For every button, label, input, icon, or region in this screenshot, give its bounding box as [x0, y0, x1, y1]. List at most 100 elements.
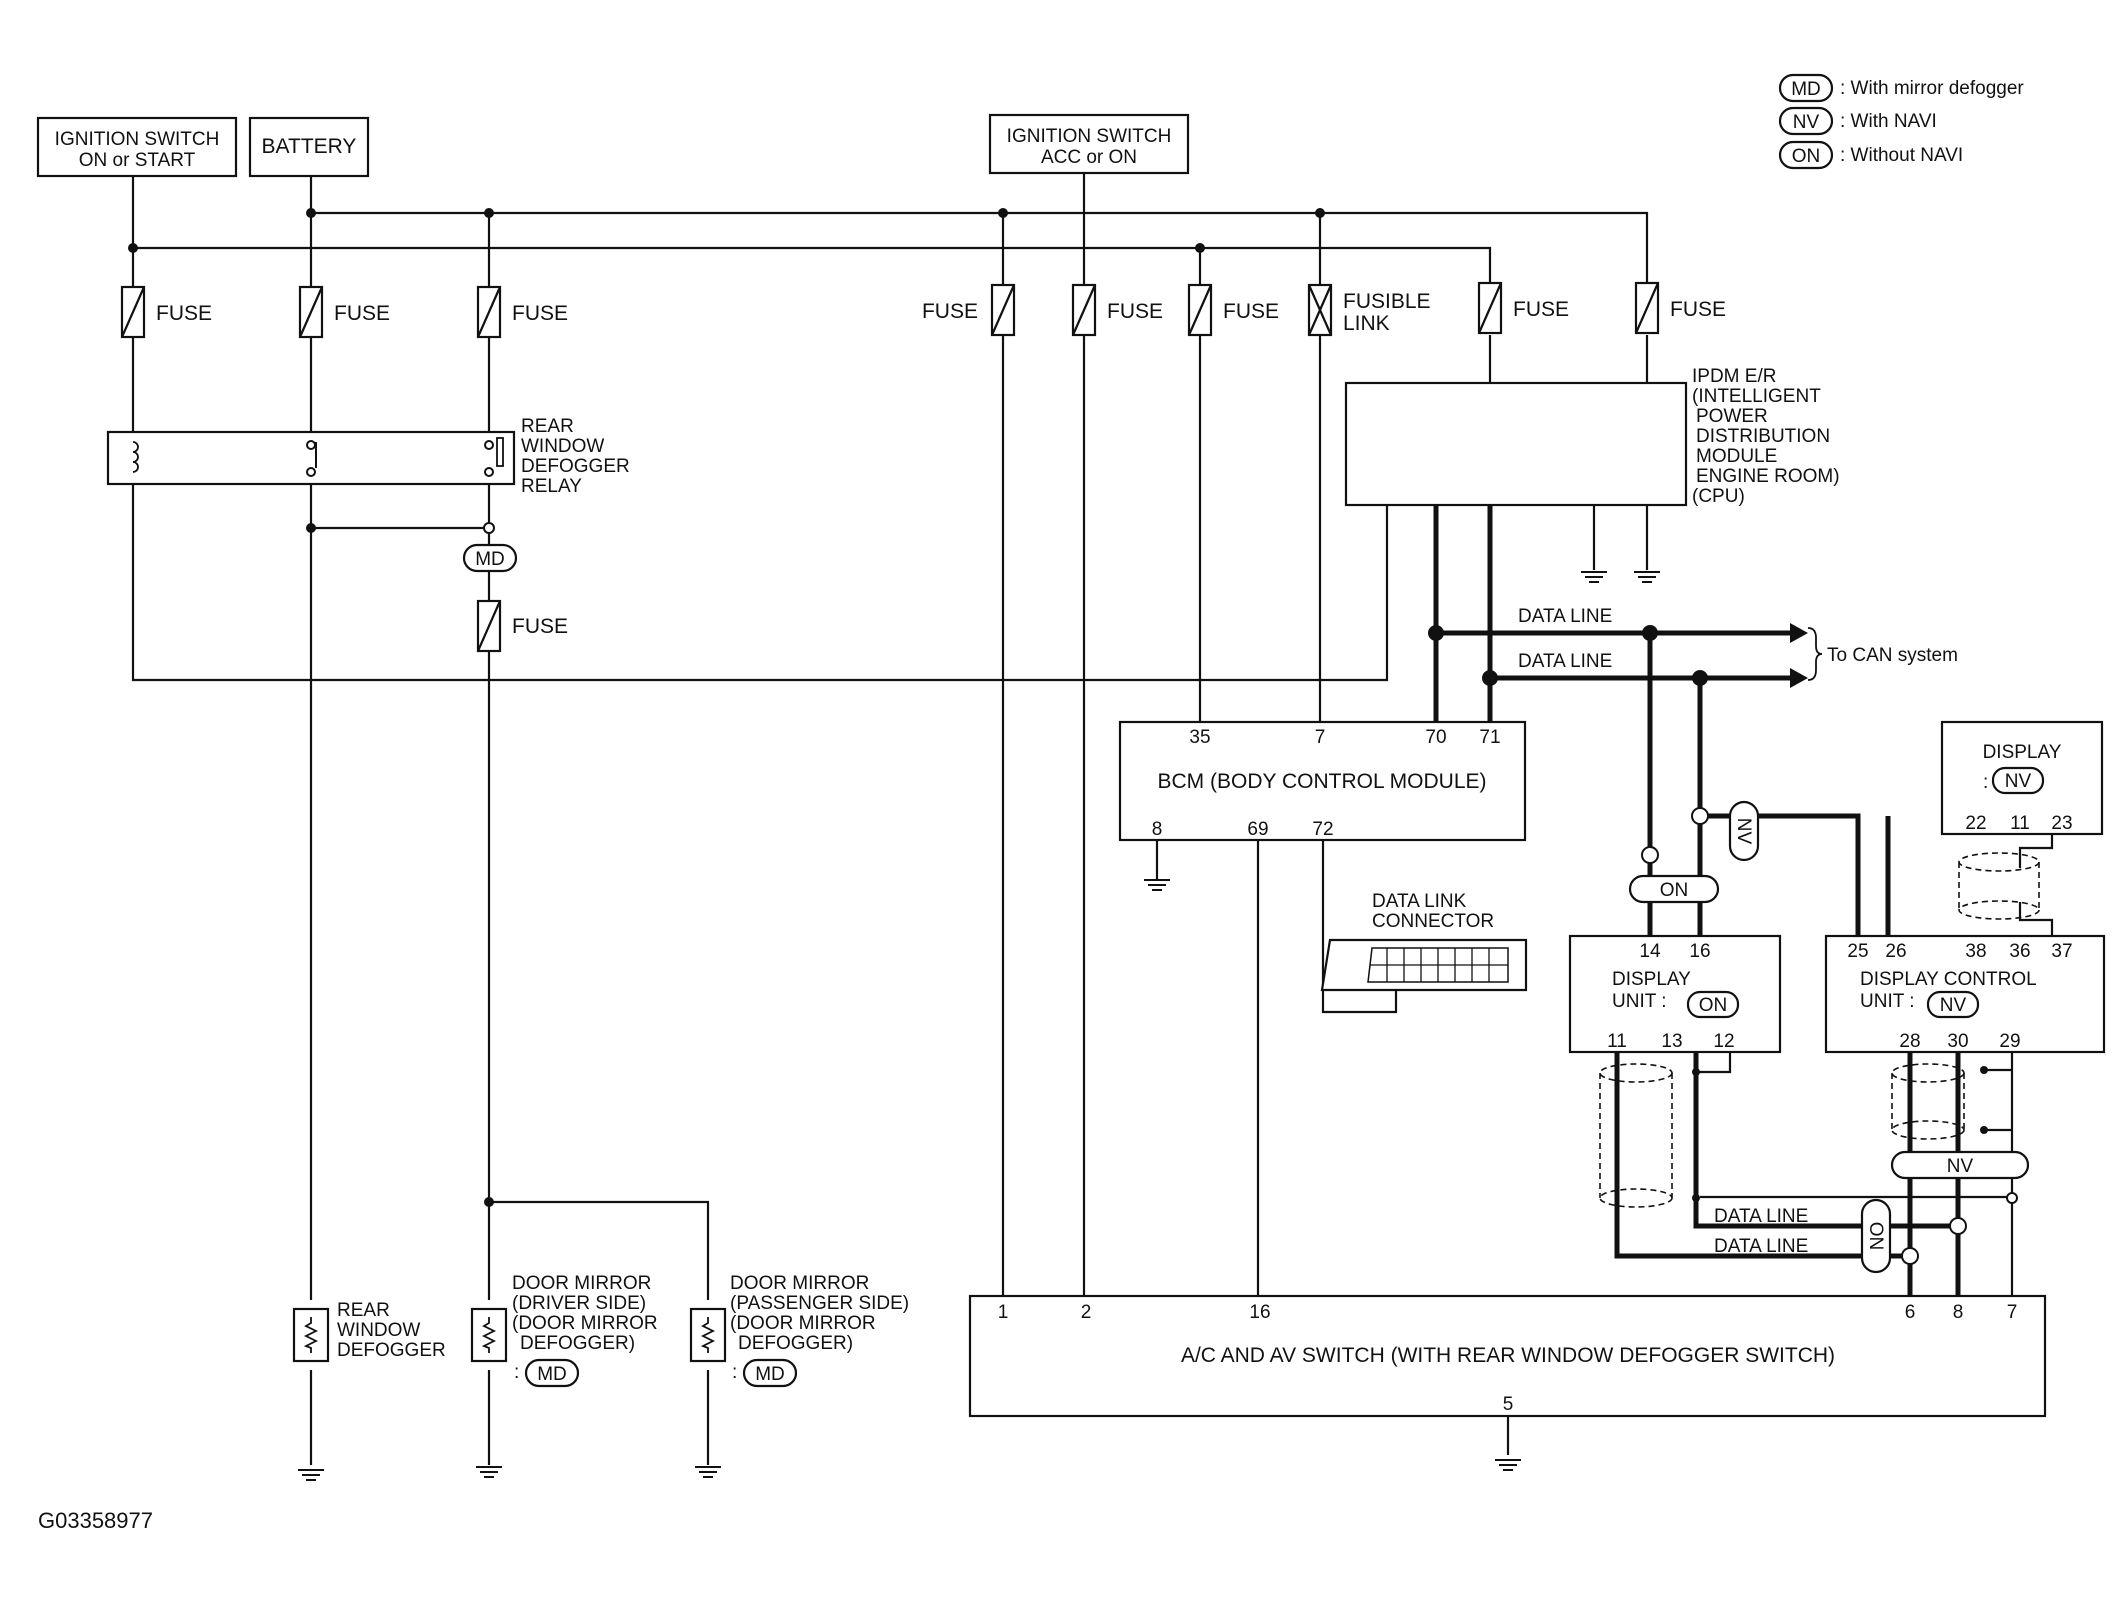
- svg-text:MD: MD: [537, 1364, 567, 1385]
- svg-text:NV: NV: [1947, 1156, 1974, 1177]
- bcm-pin-72: 72: [1312, 819, 1333, 840]
- fuses: [120, 281, 1660, 653]
- dcu-pin-26: 26: [1885, 941, 1906, 962]
- bcm-pin-35: 35: [1189, 727, 1210, 748]
- svg-text::: :: [1983, 772, 1988, 793]
- door-mirror-driver-side: DOOR MIRROR (DRIVER SIDE) (DOOR MIRROR D…: [470, 1273, 658, 1478]
- ignition-switch-on-start-box: IGNITION SWITCH ON or START: [36, 116, 238, 178]
- svg-text:NV: NV: [1733, 818, 1754, 845]
- svg-text:MD: MD: [475, 549, 505, 570]
- data-line-label: DATA LINE: [1518, 651, 1612, 672]
- bcm-pin-70: 70: [1425, 727, 1446, 748]
- data-line-label: DATA LINE: [1714, 1236, 1808, 1257]
- dcu-pin-30: 30: [1947, 1031, 1968, 1052]
- svg-text:ENGINE ROOM): ENGINE ROOM): [1696, 466, 1840, 487]
- svg-text:IGNITION SWITCH: IGNITION SWITCH: [55, 129, 220, 150]
- legend-nv-code: NV: [1793, 112, 1820, 133]
- svg-text:(DRIVER SIDE): (DRIVER SIDE): [512, 1293, 646, 1314]
- can-brace: [1807, 627, 1823, 681]
- svg-text:REAR: REAR: [521, 416, 574, 437]
- svg-text:CONNECTOR: CONNECTOR: [1372, 911, 1494, 932]
- ground-icon: [475, 1466, 503, 1478]
- svg-text:WINDOW: WINDOW: [337, 1320, 420, 1341]
- fusible-link-icon: [1307, 283, 1333, 337]
- md-option-tag: MD: [462, 543, 518, 573]
- ac-pin-16: 16: [1249, 1302, 1270, 1323]
- fuse-label: FUSE: [512, 302, 568, 325]
- dlc-pins-icon: [1367, 947, 1509, 983]
- to-can-system-label: To CAN system: [1827, 645, 1958, 666]
- legend-md-code: MD: [1791, 79, 1821, 100]
- svg-text:IPDM E/R: IPDM E/R: [1692, 366, 1776, 387]
- display-nv-module: DISPLAY : NV 22 11 23: [1940, 720, 2104, 836]
- shields: [1599, 852, 2040, 1208]
- svg-text:NV: NV: [1940, 995, 1967, 1016]
- dcu-pin-28: 28: [1899, 1031, 1920, 1052]
- legend-on-code: ON: [1792, 146, 1821, 167]
- display-pin-22: 22: [1965, 813, 1986, 834]
- svg-text:MODULE: MODULE: [1696, 446, 1777, 467]
- svg-text:DOOR MIRROR: DOOR MIRROR: [730, 1273, 869, 1294]
- display-unit-pin-12: 12: [1713, 1031, 1734, 1052]
- rear-window-defogger: REAR WINDOW DEFOGGER: [292, 1300, 446, 1481]
- svg-text:UNIT :: UNIT :: [1860, 991, 1915, 1012]
- display-control-unit-nv-module: 25 26 38 36 37 DISPLAY CONTROL UNIT : NV…: [1824, 934, 2106, 1054]
- dcu-pin-38: 38: [1965, 941, 1986, 962]
- svg-text:DEFOGGER: DEFOGGER: [521, 456, 630, 477]
- junctions: [128, 208, 2018, 1265]
- legend-on-text: : Without NAVI: [1840, 145, 1963, 166]
- dcu-pin-25: 25: [1847, 941, 1868, 962]
- display-unit-pin-14: 14: [1639, 941, 1661, 962]
- ac-pin-6: 6: [1905, 1302, 1916, 1323]
- data-link-connector: DATA LINK CONNECTOR: [1320, 891, 1528, 992]
- dcu-pin-37: 37: [2051, 941, 2072, 962]
- display-unit-pin-16: 16: [1689, 941, 1710, 962]
- svg-text:(PASSENGER SIDE): (PASSENGER SIDE): [730, 1293, 909, 1314]
- svg-text:WINDOW: WINDOW: [521, 436, 604, 457]
- svg-text:(DOOR MIRROR: (DOOR MIRROR: [512, 1313, 658, 1334]
- on-option-tag: ON: [1628, 874, 1720, 904]
- svg-text:DISPLAY: DISPLAY: [1983, 742, 2062, 763]
- fuse-label: FUSE: [1223, 300, 1279, 323]
- svg-text:IGNITION SWITCH: IGNITION SWITCH: [1007, 126, 1172, 147]
- ac-switch-label: A/C AND AV SWITCH (WITH REAR WINDOW DEFO…: [1181, 1344, 1835, 1367]
- relay-switch-icon: [484, 437, 504, 477]
- door-mirror-passenger-side: DOOR MIRROR (PASSENGER SIDE) (DOOR MIRRO…: [689, 1273, 909, 1478]
- fuse-label: FUSE: [1670, 298, 1726, 321]
- ipdm-er-module: IPDM E/R (INTELLIGENT POWER DISTRIBUTION…: [1344, 366, 1840, 507]
- svg-text:(DOOR MIRROR: (DOOR MIRROR: [730, 1313, 876, 1334]
- fuse-label: FUSE: [156, 302, 212, 325]
- svg-text:ON or START: ON or START: [79, 150, 196, 171]
- fuse-label: FUSE: [334, 302, 390, 325]
- legend-md-text: : With mirror defogger: [1840, 78, 2024, 99]
- ac-pin-1: 1: [998, 1302, 1009, 1323]
- ac-pin-8: 8: [1953, 1302, 1964, 1323]
- dcu-pin-29: 29: [1999, 1031, 2020, 1052]
- relay-contact-icon: [306, 440, 317, 477]
- bcm-module: 35 7 70 71 BCM (BODY CONTROL MODULE) 8 6…: [1118, 720, 1527, 842]
- legend: MD : With mirror defogger NV : With NAVI…: [1778, 73, 2024, 170]
- dcu-pin-36: 36: [2009, 941, 2030, 962]
- svg-text:NV: NV: [2005, 771, 2032, 792]
- svg-text:(CPU): (CPU): [1692, 486, 1745, 507]
- bcm-pin-71: 71: [1479, 727, 1500, 748]
- bcm-pin-8: 8: [1152, 819, 1163, 840]
- bcm-pin-69: 69: [1247, 819, 1268, 840]
- svg-text:ON: ON: [1865, 1222, 1886, 1251]
- ignition-switch-acc-on-box: IGNITION SWITCH ACC or ON: [988, 113, 1190, 175]
- ac-pin-5: 5: [1503, 1394, 1514, 1415]
- svg-text::: :: [732, 1362, 737, 1383]
- svg-text::: :: [514, 1362, 519, 1383]
- diagram-id: G03358977: [38, 1508, 153, 1533]
- legend-nv-text: : With NAVI: [1840, 111, 1937, 132]
- svg-text:DEFOGGER: DEFOGGER: [337, 1340, 446, 1361]
- fuse-label: FUSE: [1107, 300, 1163, 323]
- svg-text:MD: MD: [755, 1364, 785, 1385]
- svg-text:ON: ON: [1699, 995, 1728, 1016]
- nv-option-tag-horizontal: NV: [1890, 1150, 2030, 1180]
- svg-text:POWER: POWER: [1696, 406, 1768, 427]
- svg-text:BATTERY: BATTERY: [262, 135, 357, 158]
- fuse-label: FUSE: [512, 615, 568, 638]
- ground-icon: [297, 1469, 325, 1481]
